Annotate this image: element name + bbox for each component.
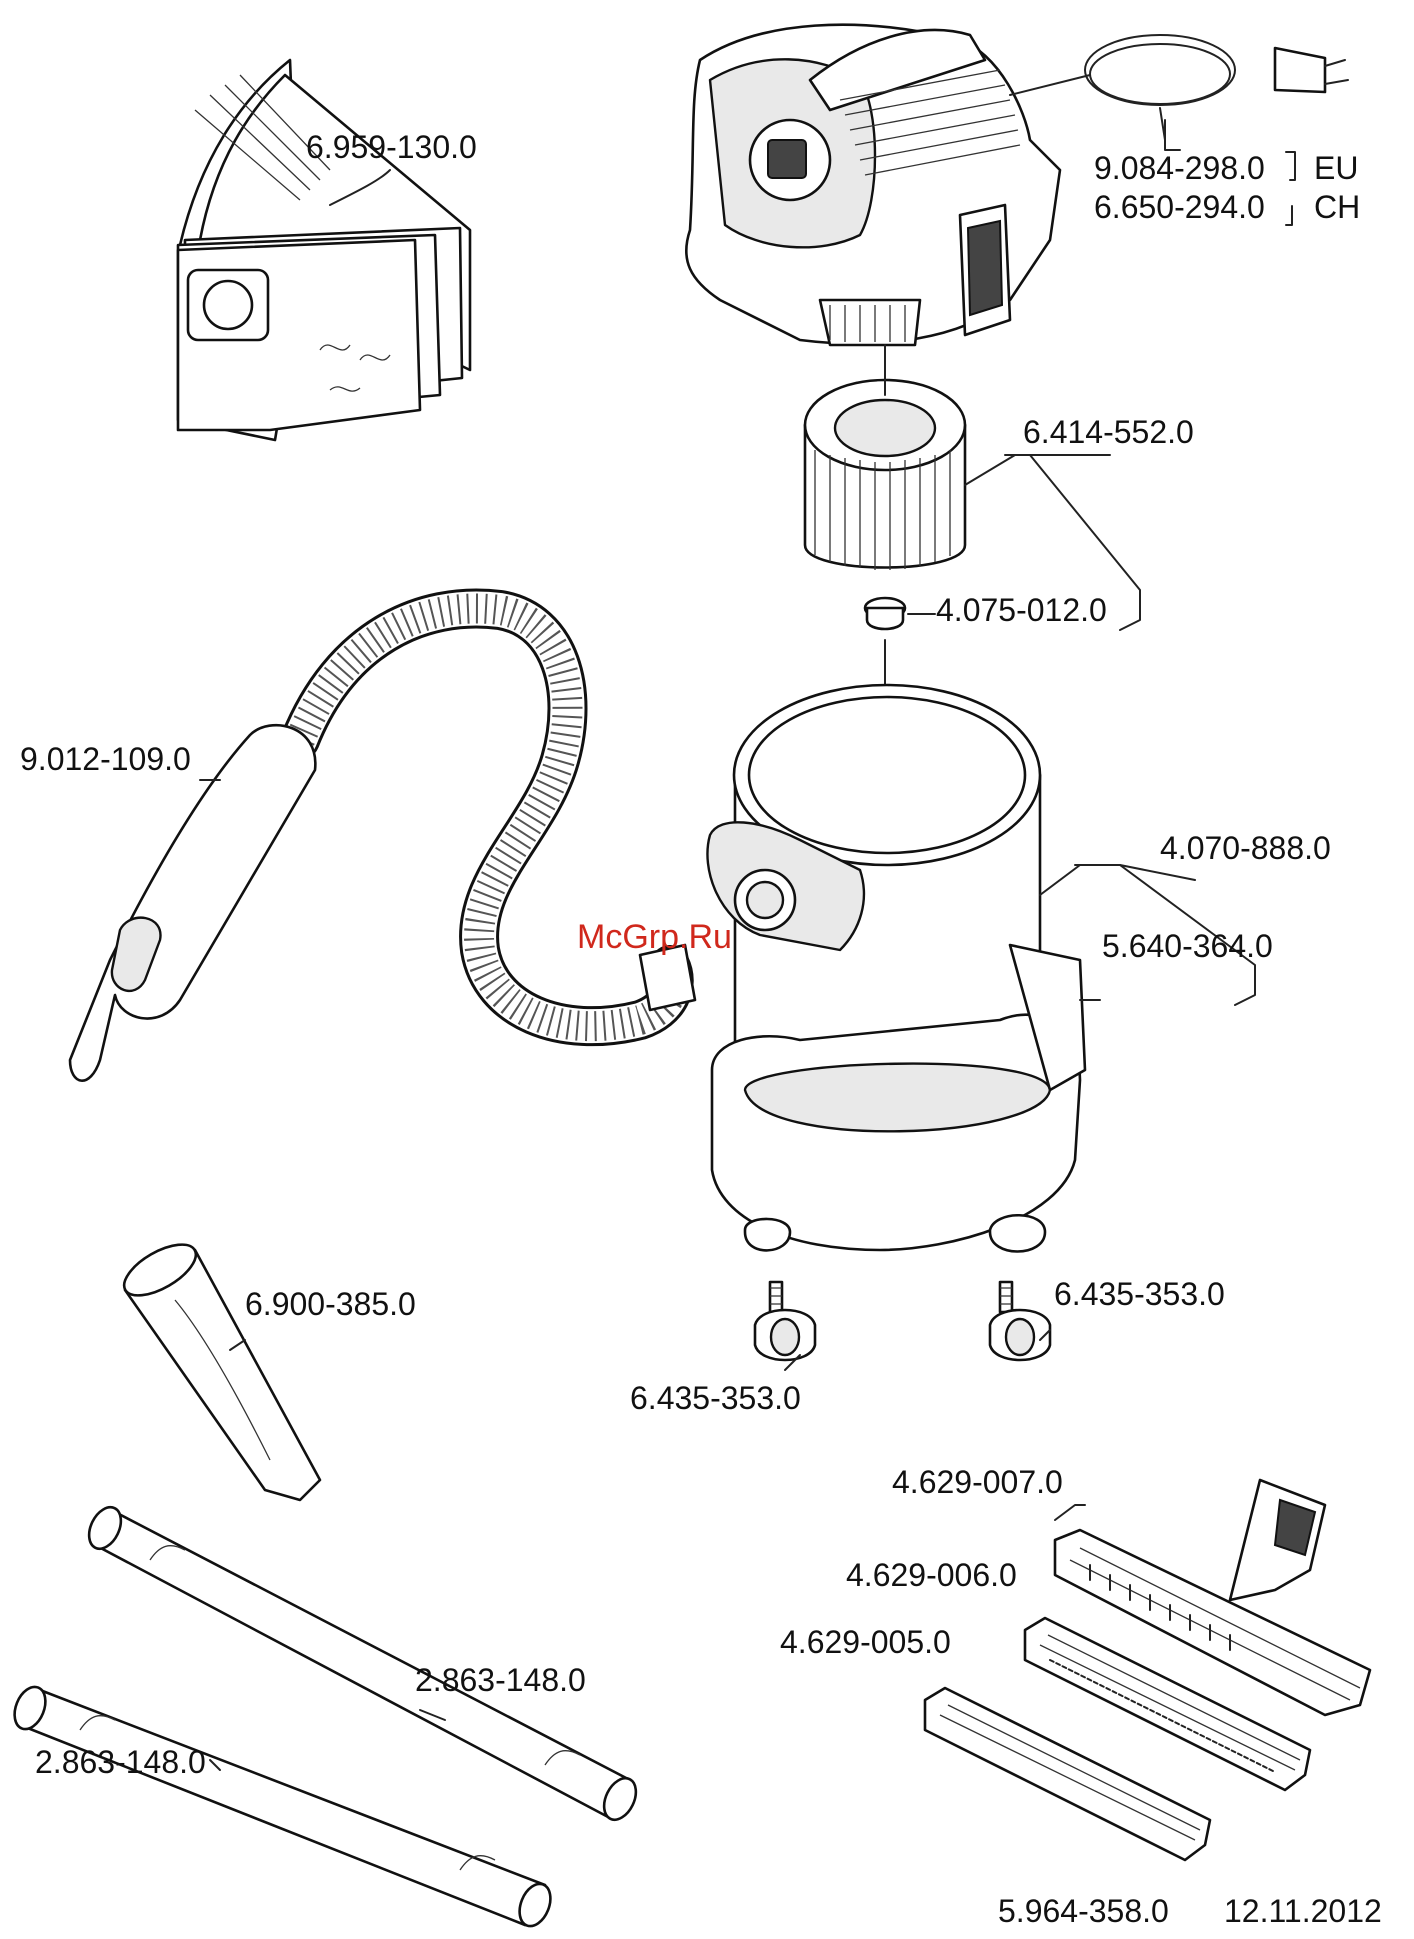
crevice-nozzle-illustration [116, 1234, 320, 1500]
label-container: 4.070-888.0 [1160, 832, 1331, 864]
footer-doc-number: 5.964-358.0 [998, 1895, 1169, 1927]
label-suction-tube-upper: 2.863-148.0 [415, 1664, 586, 1696]
dust-bags-illustration [178, 60, 470, 440]
label-floor-nozzle: 4.629-007.0 [892, 1466, 1063, 1498]
label-filter-nut: 4.075-012.0 [936, 594, 1107, 626]
label-caster-left: 6.435-353.0 [630, 1382, 801, 1414]
label-power-cord-ch-region: CH [1314, 191, 1360, 223]
label-power-cord-eu-region: EU [1314, 152, 1358, 184]
label-cartridge-filter: 6.414-552.0 [1023, 416, 1194, 448]
label-caster-right: 6.435-353.0 [1054, 1278, 1225, 1310]
suction-hose-illustration [70, 609, 695, 1081]
cartridge-filter-illustration [805, 345, 965, 570]
label-suction-tube-lower: 2.863-148.0 [35, 1746, 206, 1778]
label-dust-bags: 6.959-130.0 [306, 131, 477, 163]
motor-head-illustration [686, 25, 1060, 345]
suction-tubes-illustration [9, 1502, 642, 1931]
label-container-base: 5.640-364.0 [1102, 930, 1273, 962]
caster-right-illustration [990, 1282, 1050, 1360]
footer-date: 12.11.2012 [1224, 1895, 1382, 1927]
label-power-cord-eu: 9.084-298.0 [1094, 152, 1265, 184]
label-nozzle-insert-b: 4.629-005.0 [780, 1626, 951, 1658]
label-nozzle-insert-a: 4.629-006.0 [846, 1559, 1017, 1591]
label-crevice-nozzle: 6.900-385.0 [245, 1288, 416, 1320]
label-power-cord-ch: 6.650-294.0 [1094, 191, 1265, 223]
caster-left-illustration [755, 1282, 815, 1360]
label-suction-hose: 9.012-109.0 [20, 743, 191, 775]
watermark: McGrp.Ru [577, 920, 732, 954]
power-cord-illustration [1010, 35, 1348, 140]
